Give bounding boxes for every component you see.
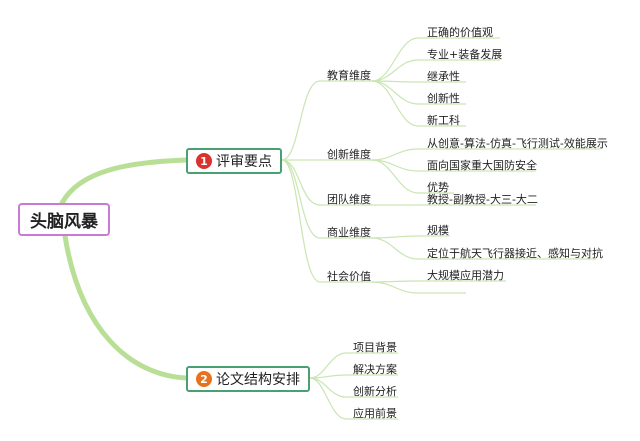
- leaf-business-2[interactable]: 定位于航天飞行器接近、感知与对抗: [427, 247, 603, 260]
- leaf-education-3[interactable]: 继承性: [427, 70, 460, 83]
- leaf-project-background[interactable]: 项目背景: [353, 341, 397, 354]
- sub-education[interactable]: 教育维度: [327, 69, 371, 82]
- sub-innovation[interactable]: 创新维度: [327, 148, 371, 161]
- leaf-social-1[interactable]: 大规模应用潜力: [427, 269, 504, 282]
- leaf-education-1[interactable]: 正确的价值观: [427, 26, 493, 39]
- leaf-education-5[interactable]: 新工科: [427, 114, 460, 127]
- leaf-education-4[interactable]: 创新性: [427, 92, 460, 105]
- trunk-to-branch2: [62, 233, 189, 381]
- sub-business[interactable]: 商业维度: [327, 226, 371, 239]
- number-badge-1: 1: [196, 153, 212, 169]
- branch-paper-structure-label: 论文结构安排: [216, 372, 300, 388]
- leaf-innovation-analysis[interactable]: 创新分析: [353, 385, 397, 398]
- branch-review-points-label: 评审要点: [216, 154, 272, 170]
- leaf-innovation-1[interactable]: 从创意-算法-仿真-飞行测试-效能展示: [427, 137, 608, 150]
- trunk-to-branch1: [59, 157, 189, 206]
- leaf-education-2[interactable]: 专业+装备发展: [427, 48, 503, 61]
- leaf-innovation-2[interactable]: 面向国家重大国防安全: [427, 159, 537, 172]
- branch-review-points[interactable]: 1 评审要点: [186, 148, 282, 174]
- leaf-innovation-3[interactable]: 优势: [427, 181, 449, 194]
- leaf-solution[interactable]: 解决方案: [353, 363, 397, 376]
- leaf-team-1[interactable]: 教授-副教授-大三-大二: [427, 193, 538, 206]
- sub-social-value[interactable]: 社会价值: [327, 270, 371, 283]
- leaf-application-prospect[interactable]: 应用前景: [353, 407, 397, 420]
- sub-team[interactable]: 团队维度: [327, 193, 371, 206]
- branch-paper-structure[interactable]: 2 论文结构安排: [186, 366, 310, 392]
- number-badge-2: 2: [196, 371, 212, 387]
- leaf-business-1[interactable]: 规模: [427, 224, 449, 237]
- root-node[interactable]: 头脑风暴: [18, 203, 110, 236]
